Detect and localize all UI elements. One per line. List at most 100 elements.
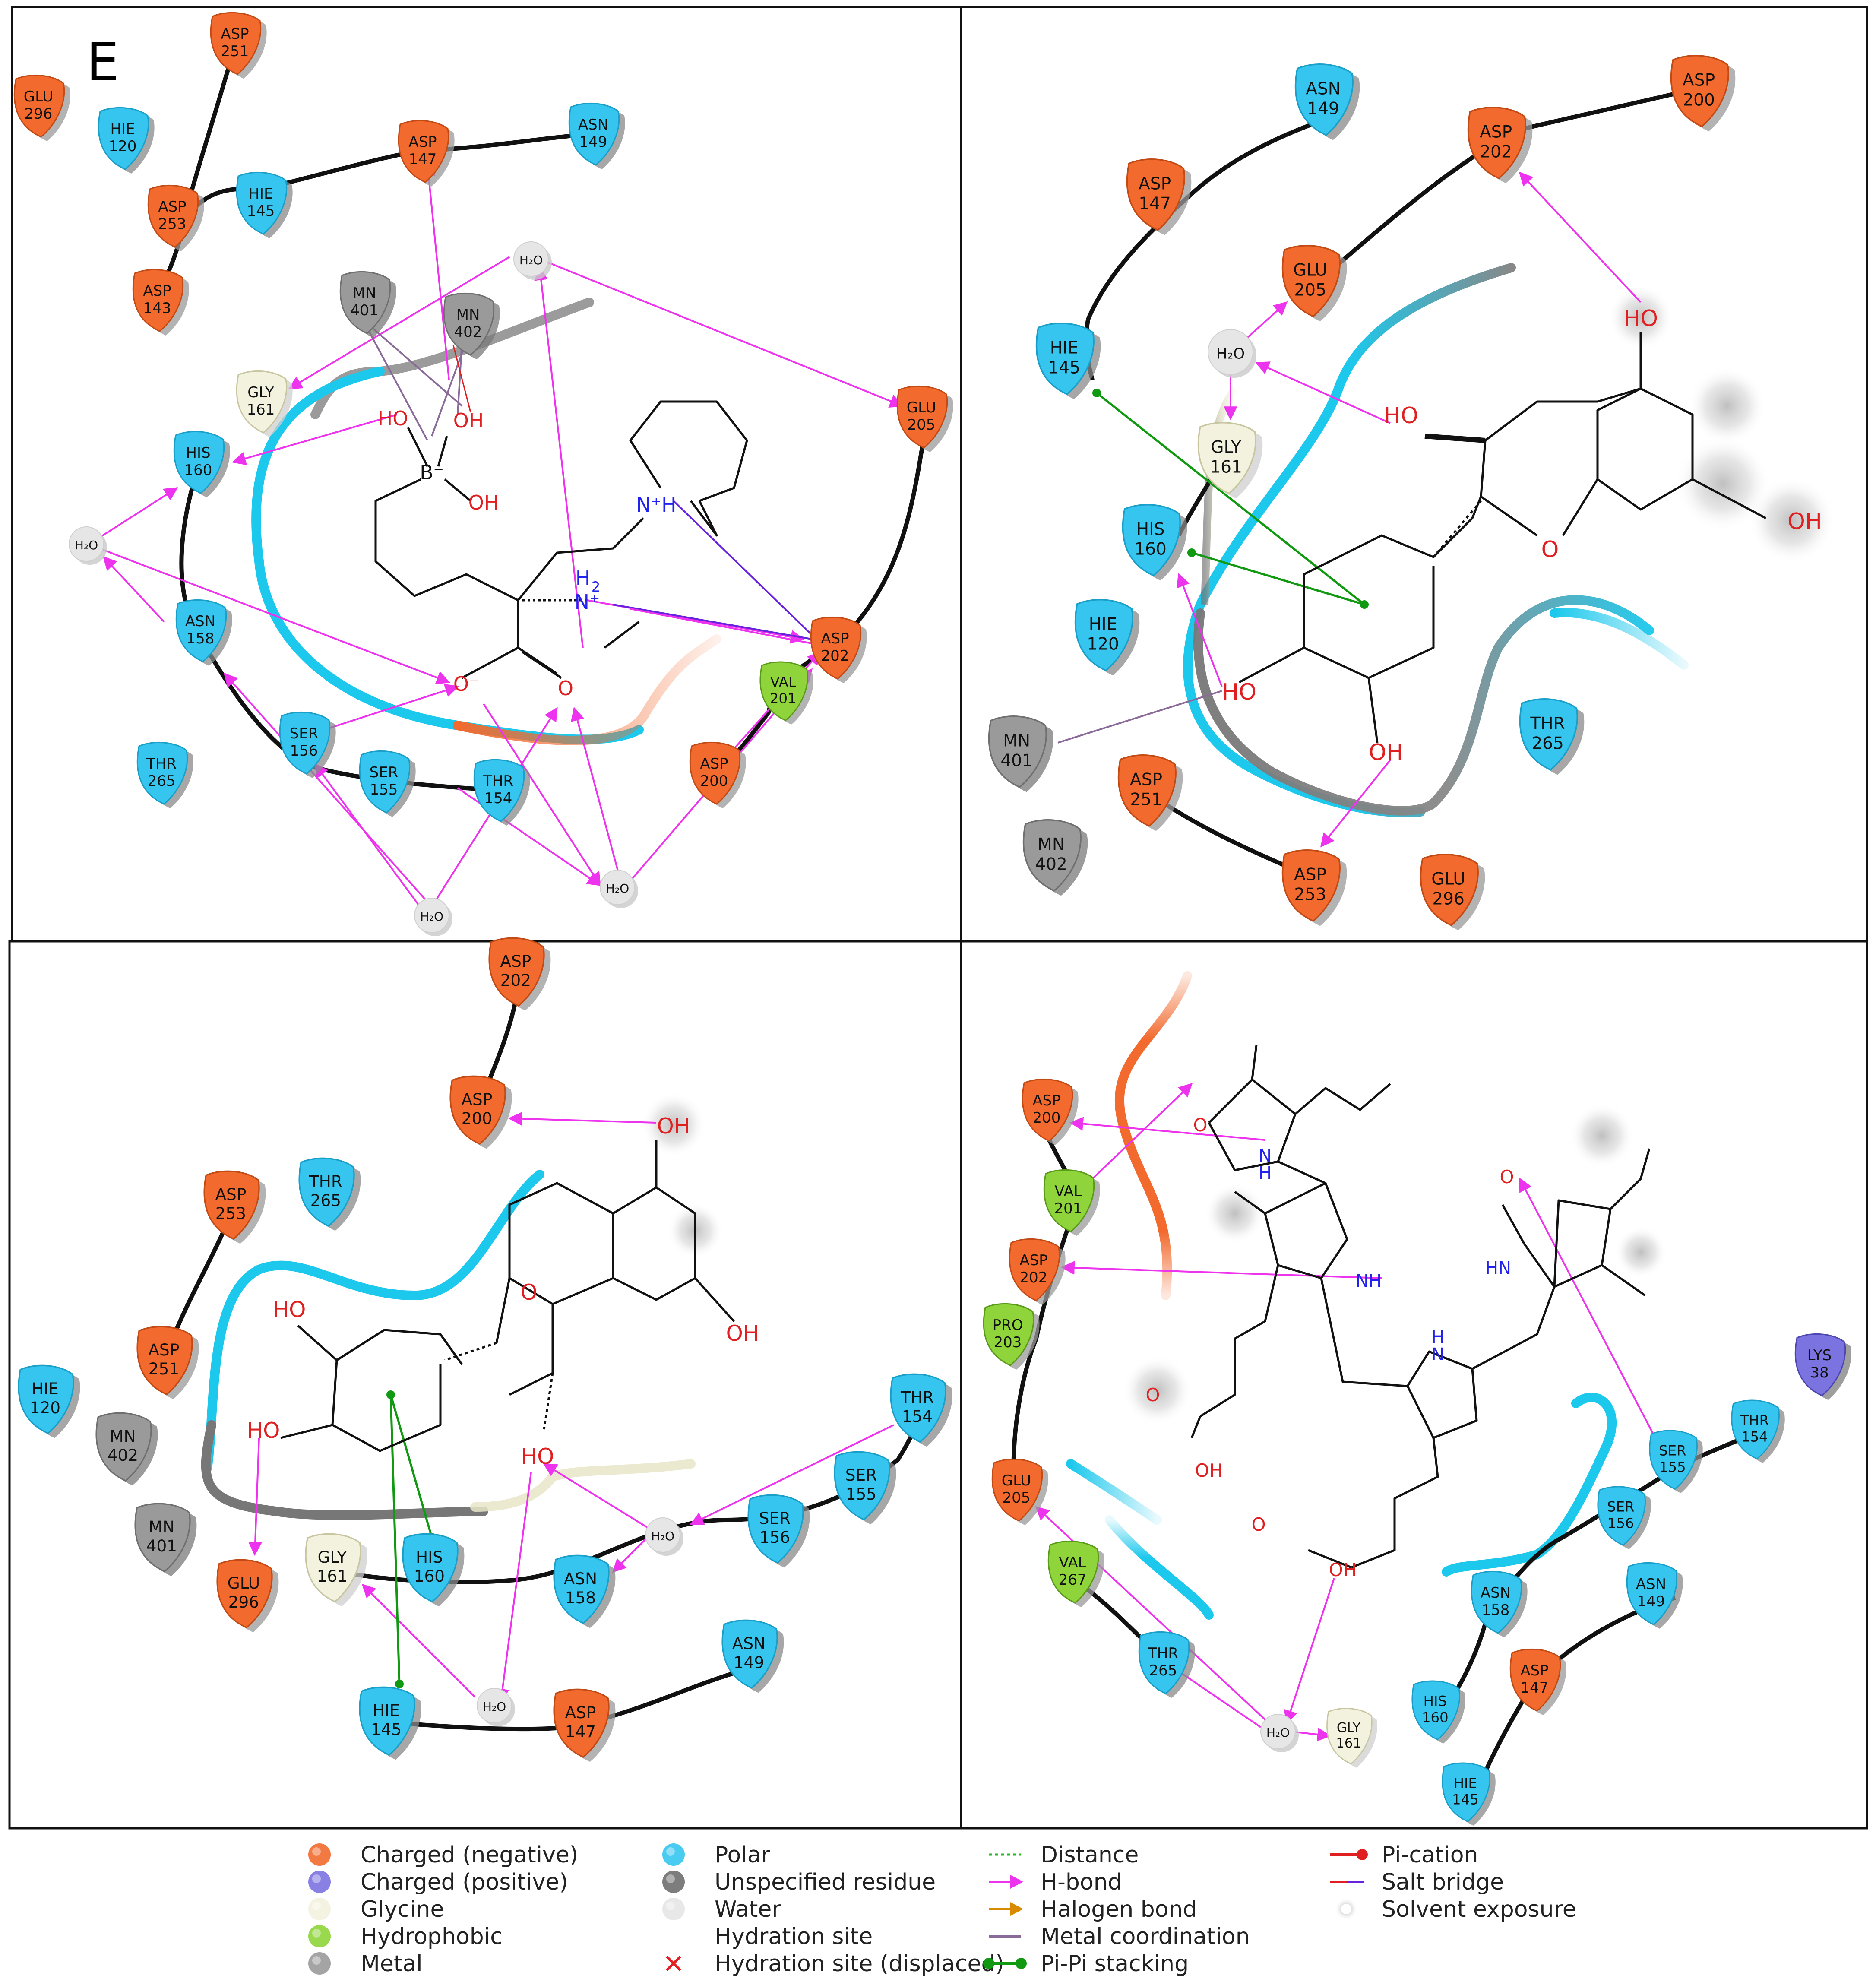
residue-number: 401 (351, 302, 379, 319)
legend-item: Distance (989, 1842, 1139, 1868)
atom-label: N⁺ (575, 590, 600, 614)
residue-shape (1009, 1238, 1060, 1301)
legend-label: Halogen bond (1041, 1896, 1197, 1922)
water-molecule: H₂O (1208, 329, 1256, 378)
legend-symbol-swatch (662, 1843, 685, 1866)
residue-shape (834, 1451, 890, 1521)
residue-name: ASN (732, 1634, 766, 1653)
residue-number: 161 (317, 1567, 348, 1586)
legend-label: Pi-cation (1382, 1842, 1478, 1868)
legend-item: Glycine (308, 1896, 444, 1922)
residue-shape (236, 370, 288, 434)
legend-item: Unspecified residue (662, 1869, 936, 1895)
water-label: H₂O (1266, 1725, 1290, 1740)
residue-name: HIE (248, 185, 273, 203)
residue-name: THR (900, 1388, 934, 1407)
residue-name: GLU (1431, 870, 1465, 889)
atom-label: H (1431, 1327, 1444, 1347)
metal-coordination-line (1057, 690, 1222, 744)
residue-number: 145 (1048, 358, 1080, 378)
residue-shape (136, 1326, 193, 1396)
residue-shape (203, 1170, 260, 1240)
residue-shape (553, 1554, 610, 1624)
residue-shape (1794, 1333, 1846, 1396)
water-circle (600, 870, 635, 905)
residue-number: 149 (1637, 1593, 1665, 1610)
atom-label: 2 (592, 579, 600, 595)
legend-symbol-highlight (312, 1874, 321, 1883)
residue-name: HIE (110, 120, 135, 138)
panel-2: HO HO OH O HO OH (1057, 89, 1835, 883)
residue-number: 205 (1003, 1489, 1031, 1507)
residue-name: SER (290, 725, 319, 742)
residue-number: 265 (310, 1191, 341, 1210)
legend-symbol-highlight (312, 1956, 321, 1965)
residue-name: ASP (1480, 123, 1512, 142)
residue-number: 161 (247, 401, 275, 418)
water-molecule: H₂O (645, 1517, 683, 1556)
atom-label: HO (521, 1444, 554, 1469)
residue-name: ASN (1481, 1584, 1511, 1602)
residue-shape (1731, 1399, 1780, 1460)
hbond-line (630, 608, 812, 644)
legend-label: Unspecified residue (715, 1869, 936, 1895)
residue-number: 253 (158, 215, 187, 233)
residue-name: THR (1740, 1412, 1769, 1429)
residue-number: 158 (187, 630, 215, 647)
legend-symbol-swatch (308, 1898, 331, 1920)
atom-label: OH (1787, 509, 1822, 535)
pocket-outline-beige (470, 1459, 696, 1512)
residue-number: 402 (1035, 855, 1067, 874)
legend-symbol-highlight (312, 1902, 321, 1910)
residue-shape (1047, 1540, 1099, 1604)
pi-pi-stacking-lines (1096, 392, 1365, 606)
ligand-wedge (1424, 434, 1486, 443)
ligand-skeleton (280, 1140, 735, 1452)
residue-number: 160 (184, 462, 212, 479)
residue-shape (1442, 1762, 1490, 1823)
atom-label: HO (1623, 306, 1658, 332)
residue-shape (136, 741, 188, 805)
legend-item: Metal coordination (989, 1924, 1250, 1950)
residue-shape (13, 74, 65, 138)
residue-name: HIS (1424, 1693, 1447, 1710)
water-circle (645, 1517, 680, 1553)
legend-label: Water (715, 1896, 781, 1922)
backbone-chain (832, 436, 926, 649)
atom-label: O (1500, 1166, 1514, 1187)
residue-number: 156 (1607, 1515, 1634, 1532)
legend-item: Hydrophobic (308, 1924, 503, 1950)
residue-number: 147 (1139, 194, 1171, 214)
atom-label: HO (378, 407, 408, 430)
residue-number: 161 (1336, 1736, 1361, 1751)
residue-name: GLU (24, 88, 53, 105)
legend-label: Polar (715, 1842, 771, 1868)
water-label: H₂O (651, 1529, 674, 1543)
solvent-exposure (1205, 1183, 1265, 1244)
residue-shape (339, 271, 391, 334)
atom-label: HO (247, 1418, 280, 1443)
legend-symbol-dot (1016, 1958, 1027, 1969)
residue-name: GLY (318, 1548, 347, 1567)
